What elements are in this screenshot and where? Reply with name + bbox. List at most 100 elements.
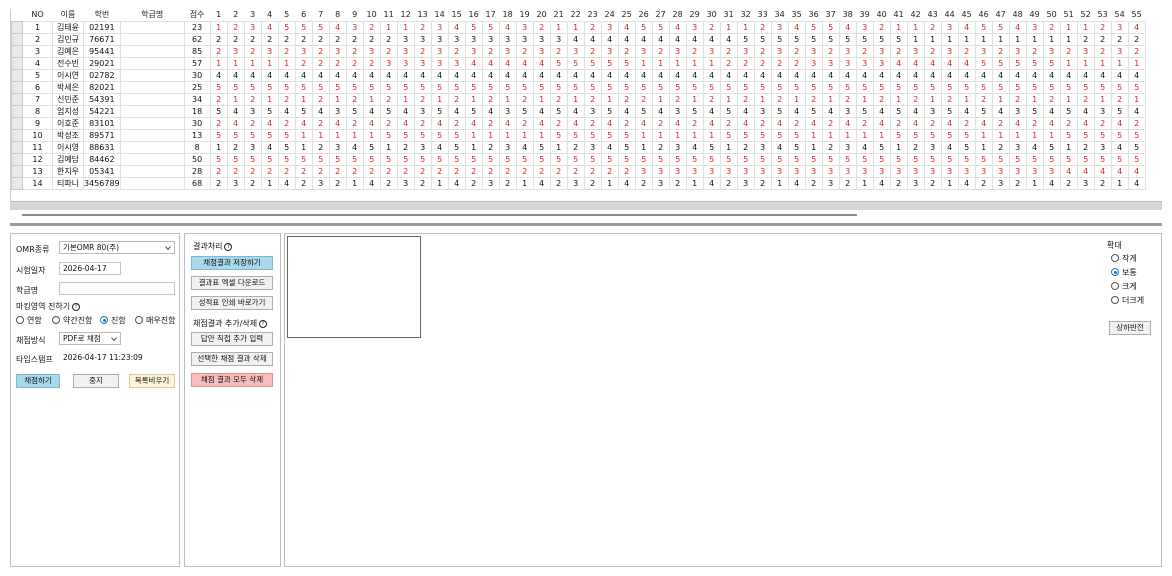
answer-cell[interactable]: 4 — [1076, 164, 1095, 178]
col-header-no[interactable]: NO — [22, 9, 53, 21]
answer-cell[interactable]: 5 — [566, 56, 585, 70]
answer-cell[interactable]: 1 — [498, 92, 517, 106]
answer-cell[interactable]: 3 — [838, 164, 857, 178]
answer-cell[interactable]: 2 — [906, 140, 925, 154]
grading-method-select[interactable]: PDF로 채점 — [59, 332, 121, 345]
answer-cell[interactable]: 2 — [515, 164, 534, 178]
answer-cell[interactable]: 5 — [702, 152, 721, 166]
answer-cell[interactable]: 5 — [1076, 128, 1095, 142]
cell-name[interactable]: 한지우 — [52, 164, 84, 178]
answer-cell[interactable]: 2 — [566, 140, 585, 154]
answer-cell[interactable]: 4 — [226, 116, 245, 130]
answer-cell[interactable]: 5 — [1127, 128, 1146, 142]
answer-cell[interactable]: 5 — [804, 152, 823, 166]
answer-cell[interactable]: 5 — [345, 80, 364, 94]
answer-cell[interactable]: 4 — [634, 32, 653, 46]
answer-cell[interactable]: 5 — [243, 80, 262, 94]
answer-cell[interactable]: 1 — [1059, 20, 1078, 34]
answer-cell[interactable]: 1 — [940, 176, 959, 190]
answer-cell[interactable]: 2 — [413, 44, 432, 58]
answer-cell[interactable]: 1 — [379, 140, 398, 154]
answer-cell[interactable]: 5 — [838, 80, 857, 94]
col-header-q6[interactable]: 6 — [295, 9, 313, 21]
cell-score[interactable]: 34 — [183, 92, 211, 106]
answer-cell[interactable]: 5 — [1127, 140, 1146, 154]
answer-cell[interactable]: 2 — [277, 164, 296, 178]
answer-cell[interactable]: 1 — [430, 176, 449, 190]
answer-cell[interactable]: 3 — [668, 164, 687, 178]
answer-cell[interactable]: 4 — [736, 68, 755, 82]
answer-cell[interactable]: 5 — [1110, 80, 1129, 94]
cell-student-id[interactable]: 54391 — [83, 92, 121, 106]
answer-cell[interactable]: 2 — [1093, 176, 1112, 190]
answer-cell[interactable]: 3 — [974, 44, 993, 58]
answer-cell[interactable]: 4 — [464, 116, 483, 130]
answer-cell[interactable]: 4 — [447, 104, 466, 118]
answer-cell[interactable]: 5 — [804, 104, 823, 118]
answer-cell[interactable]: 3 — [651, 176, 670, 190]
answer-cell[interactable]: 2 — [498, 164, 517, 178]
answer-cell[interactable]: 5 — [498, 80, 517, 94]
answer-cell[interactable]: 2 — [345, 56, 364, 70]
answer-cell[interactable]: 4 — [1076, 116, 1095, 130]
answer-cell[interactable]: 3 — [498, 32, 517, 46]
cell-score[interactable]: 68 — [183, 176, 211, 190]
answer-cell[interactable]: 4 — [872, 116, 891, 130]
marking-option-dark[interactable]: 진함 — [100, 315, 126, 326]
answer-cell[interactable]: 5 — [736, 32, 755, 46]
cell-student-id[interactable]: 83101 — [83, 116, 121, 130]
answer-cell[interactable]: 5 — [1093, 128, 1112, 142]
answer-cell[interactable]: 2 — [770, 92, 789, 106]
answer-cell[interactable]: 4 — [974, 68, 993, 82]
answer-cell[interactable]: 4 — [1127, 104, 1146, 118]
answer-cell[interactable]: 1 — [1127, 92, 1146, 106]
answer-cell[interactable]: 1 — [923, 92, 942, 106]
answer-cell[interactable]: 4 — [651, 32, 670, 46]
answer-cell[interactable]: 4 — [991, 104, 1010, 118]
answer-cell[interactable]: 5 — [702, 140, 721, 154]
answer-cell[interactable]: 4 — [1093, 164, 1112, 178]
answer-cell[interactable]: 2 — [821, 44, 840, 58]
answer-cell[interactable]: 3 — [1076, 176, 1095, 190]
answer-cell[interactable]: 5 — [583, 128, 602, 142]
answer-cell[interactable]: 1 — [974, 32, 993, 46]
answer-cell[interactable]: 4 — [702, 176, 721, 190]
answer-cell[interactable]: 5 — [294, 80, 313, 94]
answer-cell[interactable]: 5 — [362, 140, 381, 154]
answer-cell[interactable]: 3 — [311, 176, 330, 190]
answer-cell[interactable]: 2 — [566, 164, 585, 178]
answer-cell[interactable]: 1 — [651, 92, 670, 106]
answer-cell[interactable]: 1 — [515, 176, 534, 190]
answer-cell[interactable]: 1 — [889, 20, 908, 34]
answer-cell[interactable]: 3 — [889, 164, 908, 178]
answer-cell[interactable]: 2 — [379, 92, 398, 106]
answer-cell[interactable]: 5 — [345, 152, 364, 166]
cell-student-id[interactable]: 29021 — [83, 56, 121, 70]
answer-cell[interactable]: 3 — [515, 20, 534, 34]
answer-cell[interactable]: 4 — [379, 68, 398, 82]
answer-cell[interactable]: 5 — [464, 104, 483, 118]
answer-cell[interactable]: 4 — [787, 20, 806, 34]
answer-cell[interactable]: 4 — [1042, 68, 1061, 82]
answer-cell[interactable]: 4 — [583, 68, 602, 82]
cell-class[interactable] — [119, 80, 185, 94]
answer-cell[interactable]: 4 — [702, 104, 721, 118]
answer-cell[interactable]: 1 — [1042, 32, 1061, 46]
answer-cell[interactable]: 2 — [209, 176, 228, 190]
answer-cell[interactable]: 1 — [685, 56, 704, 70]
cell-no[interactable]: 14 — [22, 176, 53, 190]
zoom-option-xlarge[interactable]: 더크게 — [1111, 295, 1144, 306]
answer-cell[interactable]: 1 — [396, 20, 415, 34]
cell-class[interactable] — [119, 92, 185, 106]
answer-cell[interactable]: 5 — [464, 152, 483, 166]
answer-cell[interactable]: 4 — [566, 116, 585, 130]
answer-cell[interactable]: 3 — [736, 176, 755, 190]
answer-cell[interactable]: 5 — [889, 80, 908, 94]
cell-class[interactable] — [119, 128, 185, 142]
answer-cell[interactable]: 5 — [634, 80, 653, 94]
answer-cell[interactable]: 5 — [549, 56, 568, 70]
answer-cell[interactable]: 5 — [719, 80, 738, 94]
